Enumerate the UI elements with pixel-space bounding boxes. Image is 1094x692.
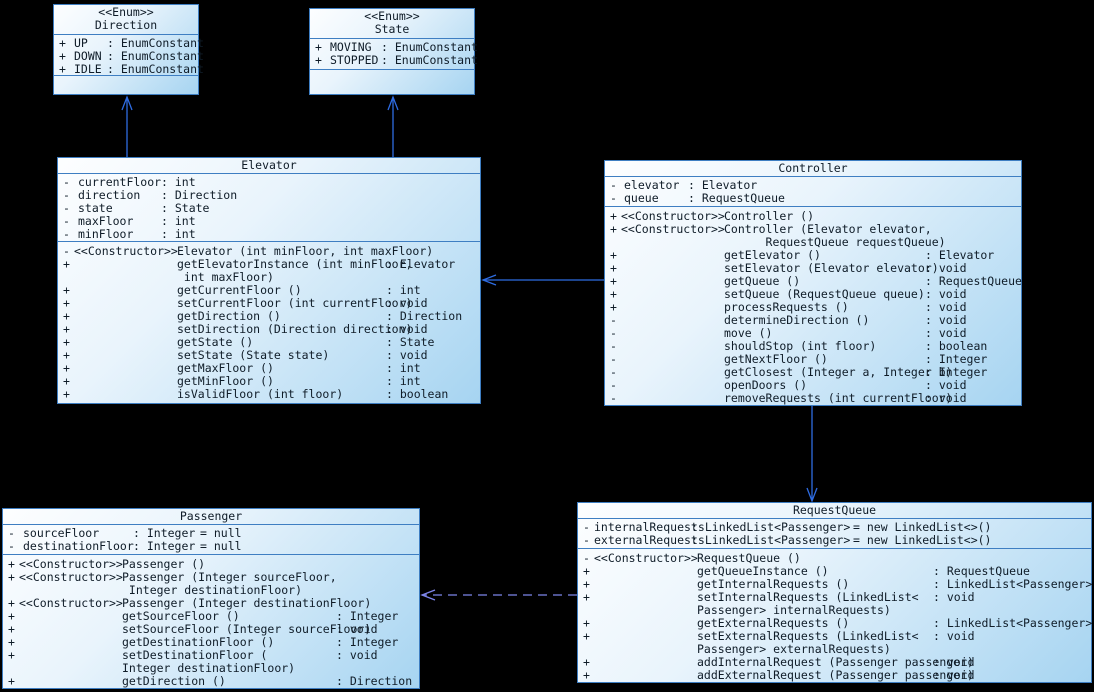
method-row: +setExternalRequests (LinkedList<: void bbox=[583, 629, 975, 643]
method-row: +setDirection (Direction direction): voi… bbox=[63, 322, 428, 336]
class-box-elevator[interactable]: Elevator -currentFloor: int-direction: D… bbox=[57, 157, 481, 404]
method-row: +getInternalRequests (): LinkedList<Pass… bbox=[583, 577, 1093, 591]
methods-section: +<<Constructor>>Controller ()+<<Construc… bbox=[605, 206, 1022, 405]
methods-section: -<<Constructor>>Elevator (int minFloor, … bbox=[58, 241, 480, 403]
method-row: Passenger> internalRequests) bbox=[697, 603, 891, 617]
method-row: +addInternalRequest (Passenger passenger… bbox=[583, 655, 975, 669]
class-box-direction[interactable]: <<Enum>>Direction +UP: EnumConstant+DOWN… bbox=[53, 4, 204, 95]
method-row: +setSourceFloor (Integer sourceFloor): v… bbox=[8, 622, 378, 636]
attribute-row: -externalRequests: LinkedList<Passenger>… bbox=[583, 533, 992, 547]
class-name: Direction bbox=[94, 18, 158, 32]
method-row: +getQueueInstance (): RequestQueue bbox=[583, 564, 1030, 578]
method-row: +setQueue (RequestQueue queue): void bbox=[610, 287, 967, 301]
method-row: +processRequests (): void bbox=[610, 300, 967, 314]
method-row: +getElevator (): Elevator bbox=[610, 248, 995, 262]
attributes-section: +MOVING: EnumConstant+STOPPED: EnumConst… bbox=[310, 38, 478, 69]
class-box-requestqueue[interactable]: RequestQueue -internalRequests: LinkedLi… bbox=[577, 502, 1092, 683]
class-name: Elevator bbox=[241, 158, 297, 172]
method-row: +getDirection (): Direction bbox=[63, 309, 463, 323]
attribute-row: -sourceFloor: Integer= null bbox=[8, 526, 242, 540]
methods-section-empty bbox=[310, 69, 474, 94]
attribute-row: -maxFloor: int bbox=[63, 214, 196, 228]
method-row: +<<Constructor>>Passenger (Integer desti… bbox=[8, 596, 372, 610]
class-name: RequestQueue bbox=[792, 503, 877, 517]
attribute-row: -minFloor: int bbox=[63, 227, 196, 241]
class-name: Passenger bbox=[179, 509, 243, 523]
method-row: +setDestinationFloor (: void bbox=[8, 648, 378, 662]
class-name: State bbox=[374, 22, 410, 36]
method-row: +getDirection (): Direction bbox=[8, 674, 413, 688]
method-row: +isValidFloor (int floor): boolean bbox=[63, 387, 449, 401]
method-row: RequestQueue requestQueue) bbox=[724, 235, 946, 249]
method-row: +<<Constructor>>Passenger () bbox=[8, 557, 206, 571]
method-row: +<<Constructor>>Passenger (Integer sourc… bbox=[8, 570, 337, 584]
methods-section-empty bbox=[54, 75, 198, 95]
methods-section: +<<Constructor>>Passenger ()+<<Construct… bbox=[3, 554, 419, 688]
method-row: -openDoors (): void bbox=[610, 378, 967, 392]
relation-controller-to-elevator-arrow[interactable] bbox=[481, 274, 604, 286]
attributes-section: -currentFloor: int-direction: Direction-… bbox=[58, 173, 480, 241]
attributes-section: +UP: EnumConstant+DOWN: EnumConstant+IDL… bbox=[54, 34, 204, 76]
method-row: +getExternalRequests (): LinkedList<Pass… bbox=[583, 616, 1093, 630]
method-row: -shouldStop (int floor): boolean bbox=[610, 339, 988, 353]
attribute-row: +MOVING: EnumConstant bbox=[315, 40, 478, 54]
method-row: +<<Constructor>>Controller (Elevator ele… bbox=[610, 222, 932, 236]
method-row: +setElevator (Elevator elevator): void bbox=[610, 261, 967, 275]
class-name: Controller bbox=[778, 161, 848, 175]
class-header-state: <<Enum>>State bbox=[310, 9, 474, 38]
class-box-controller[interactable]: Controller -elevator: Elevator-queue: Re… bbox=[604, 160, 1022, 406]
attribute-row: -direction: Direction bbox=[63, 188, 238, 202]
stereotype-label: <<Enum>> bbox=[364, 9, 420, 23]
attribute-row: +UP: EnumConstant bbox=[59, 36, 204, 50]
attributes-section: -sourceFloor: Integer= null-destinationF… bbox=[3, 524, 419, 554]
method-row: +getQueue (): RequestQueue bbox=[610, 274, 1022, 288]
method-row: +setState (State state): void bbox=[63, 348, 428, 362]
method-row: -<<Constructor>>RequestQueue () bbox=[583, 551, 801, 565]
method-row: +setCurrentFloor (int currentFloor): voi… bbox=[63, 296, 428, 310]
relation-controller-to-requestqueue-arrow[interactable] bbox=[806, 406, 818, 503]
method-row: Passenger> externalRequests) bbox=[697, 642, 891, 656]
attribute-row: -queue: RequestQueue bbox=[610, 191, 785, 205]
method-row: +setInternalRequests (LinkedList<: void bbox=[583, 590, 975, 604]
attribute-row: -currentFloor: int bbox=[63, 175, 196, 189]
attributes-section: -elevator: Elevator-queue: RequestQueue bbox=[605, 176, 1021, 206]
method-row: -determineDirection (): void bbox=[610, 313, 967, 327]
method-row: +getMinFloor (): int bbox=[63, 374, 421, 388]
attribute-row: +STOPPED: EnumConstant bbox=[315, 53, 478, 67]
method-row: +getState (): State bbox=[63, 335, 435, 349]
method-row: int maxFloor) bbox=[177, 270, 274, 284]
attribute-row: -state: State bbox=[63, 201, 210, 215]
method-row: -move (): void bbox=[610, 326, 967, 340]
method-row: -getNextFloor (): Integer bbox=[610, 352, 988, 366]
method-row: -removeRequests (int currentFloor): void bbox=[610, 391, 967, 405]
attribute-row: -elevator: Elevator bbox=[610, 178, 758, 192]
method-row: +getCurrentFloor (): int bbox=[63, 283, 421, 297]
method-row: +getElevatorInstance (int minFloor,: Ele… bbox=[63, 257, 456, 271]
relation-elevator-to-direction-arrow[interactable] bbox=[121, 95, 133, 157]
method-row: +<<Constructor>>Controller () bbox=[610, 209, 815, 223]
attribute-row: -destinationFloor: Integer= null bbox=[8, 539, 242, 553]
method-row: +getMaxFloor (): int bbox=[63, 361, 421, 375]
class-header-direction: <<Enum>>Direction bbox=[54, 5, 198, 34]
class-box-passenger[interactable]: Passenger -sourceFloor: Integer= null-de… bbox=[2, 508, 420, 689]
method-row: +getDestinationFloor (): Integer bbox=[8, 635, 399, 649]
attributes-section: -internalRequests: LinkedList<Passenger>… bbox=[578, 518, 1091, 548]
attribute-row: +DOWN: EnumConstant bbox=[59, 49, 204, 63]
class-box-state[interactable]: <<Enum>>State +MOVING: EnumConstant+STOP… bbox=[309, 8, 478, 95]
method-row: -getClosest (Integer a, Integer b): Inte… bbox=[610, 365, 988, 379]
method-row: Integer destinationFloor) bbox=[122, 661, 296, 675]
relation-requestqueue-to-passenger-dashed-arrow[interactable] bbox=[420, 589, 577, 601]
method-row: -<<Constructor>>Elevator (int minFloor, … bbox=[63, 244, 434, 258]
method-row: Integer destinationFloor) bbox=[122, 583, 303, 597]
method-row: +addExternalRequest (Passenger passenger… bbox=[583, 668, 975, 682]
stereotype-label: <<Enum>> bbox=[98, 5, 154, 19]
attribute-row: +IDLE: EnumConstant bbox=[59, 62, 204, 76]
attribute-row: -internalRequests: LinkedList<Passenger>… bbox=[583, 520, 992, 534]
method-row: +getSourceFloor (): Integer bbox=[8, 609, 399, 623]
methods-section: -<<Constructor>>RequestQueue ()+getQueue… bbox=[578, 548, 1093, 682]
relation-elevator-to-state-arrow[interactable] bbox=[387, 95, 399, 157]
